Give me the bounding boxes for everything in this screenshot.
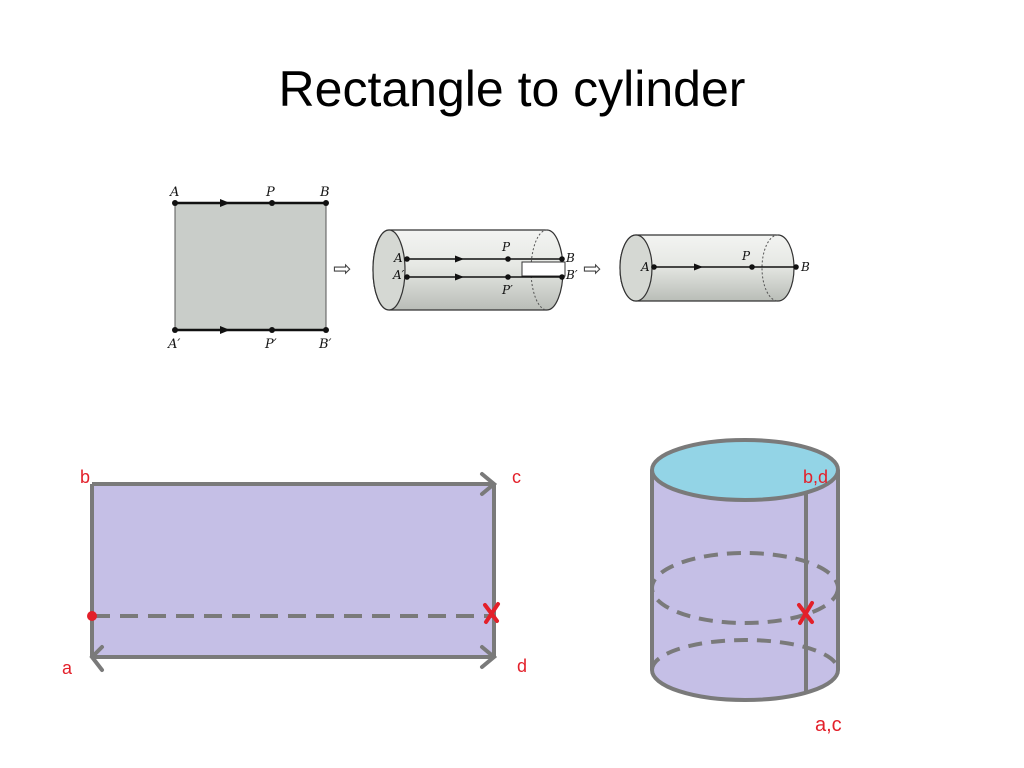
slide-title: Rectangle to cylinder bbox=[278, 61, 746, 117]
label-b: B bbox=[319, 185, 330, 200]
tube-label-p: P bbox=[501, 240, 511, 254]
tube-label-a: A bbox=[393, 251, 403, 265]
tube-point-p bbox=[505, 256, 511, 262]
bottom-left-tail bbox=[89, 645, 104, 672]
corner-label-b: b bbox=[80, 467, 90, 487]
label-b-prime: B′ bbox=[318, 337, 332, 352]
cylinder-point-b bbox=[793, 264, 799, 270]
tube-label-b-prime: B′ bbox=[565, 268, 578, 282]
purple-rectangle: b c a d bbox=[62, 467, 527, 678]
label-a-prime: A′ bbox=[167, 337, 180, 352]
bottom-edge-arrow bbox=[220, 326, 230, 334]
purple-cylinder: b,d a,c bbox=[650, 438, 842, 736]
transform-arrow-1: ⇨ bbox=[333, 257, 351, 282]
seam-label-bottom: a,c bbox=[815, 714, 842, 736]
cylinder-middle-ring bbox=[650, 551, 840, 625]
end-cross bbox=[483, 602, 500, 624]
tube-slit bbox=[521, 261, 566, 277]
label-p-prime: P′ bbox=[264, 337, 277, 352]
top-edge-arrow bbox=[220, 199, 230, 207]
cylinder-side bbox=[652, 470, 838, 700]
tube-arrow-bottom bbox=[455, 273, 464, 281]
cylinder-label-a: A bbox=[640, 260, 650, 274]
rectangle-face bbox=[92, 484, 494, 657]
transform-arrow-2: ⇨ bbox=[583, 257, 601, 282]
corner-label-c: c bbox=[512, 467, 521, 487]
tube-point-a-prime bbox=[404, 274, 410, 280]
cylinder-label-p: P bbox=[741, 249, 751, 263]
cylinder-point-p bbox=[749, 264, 755, 270]
corner-label-d: d bbox=[517, 656, 527, 676]
point-a-prime bbox=[172, 327, 178, 333]
point-b bbox=[323, 200, 329, 206]
tube-label-a-prime: A′ bbox=[392, 268, 405, 282]
tube-point-p-prime bbox=[505, 274, 511, 280]
cylinder-arrow bbox=[694, 263, 703, 271]
cylinder-label-b: B bbox=[800, 260, 810, 274]
tube-point-b-prime bbox=[559, 274, 565, 280]
point-p-prime bbox=[269, 327, 275, 333]
tube-label-b: B bbox=[565, 251, 575, 265]
tube-label-p-prime: P′ bbox=[501, 283, 513, 297]
start-dot bbox=[87, 611, 97, 621]
tube-left-end bbox=[372, 229, 406, 311]
cylinder-bottom-front bbox=[650, 669, 840, 702]
sheet-face bbox=[174, 202, 327, 331]
bottom-arrowhead bbox=[480, 645, 498, 669]
cylinder-point-a bbox=[651, 264, 657, 270]
cylinder-top-face bbox=[650, 438, 840, 502]
tube-point-b bbox=[559, 256, 565, 262]
cylinder-bottom-back bbox=[650, 638, 840, 671]
seam-label-top: b,d bbox=[803, 467, 828, 487]
tube-arrow-top bbox=[455, 255, 464, 263]
label-a: A bbox=[169, 185, 179, 200]
label-p: P bbox=[265, 185, 275, 200]
corner-label-a: a bbox=[62, 658, 73, 678]
tube-point-a bbox=[404, 256, 410, 262]
closed-cylinder: A P B bbox=[619, 234, 810, 302]
flat-sheet: A P B A′ P′ B′ bbox=[167, 185, 332, 352]
seam-cross bbox=[797, 601, 814, 625]
top-arrowhead bbox=[480, 472, 498, 496]
split-tube: A A′ P P′ B B′ bbox=[372, 229, 578, 311]
point-a bbox=[172, 200, 178, 206]
point-b-prime bbox=[323, 327, 329, 333]
point-p bbox=[269, 200, 275, 206]
